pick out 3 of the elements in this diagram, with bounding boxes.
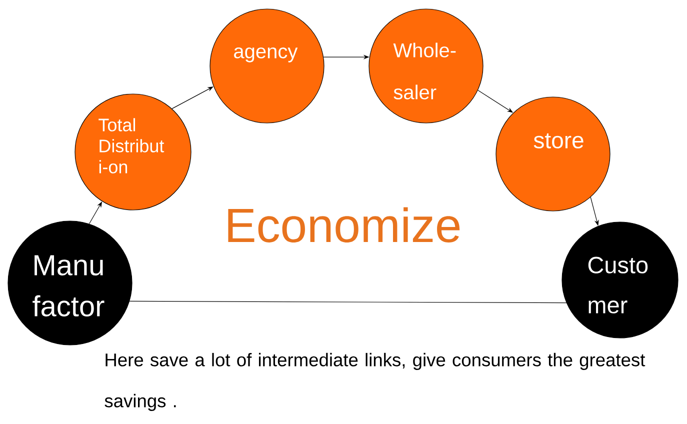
caption-text: Here save a lot of intermediate links, give consumers the greatest savings . xyxy=(104,352,646,411)
heading: Economize xyxy=(228,207,460,242)
connector-line xyxy=(129,300,567,304)
